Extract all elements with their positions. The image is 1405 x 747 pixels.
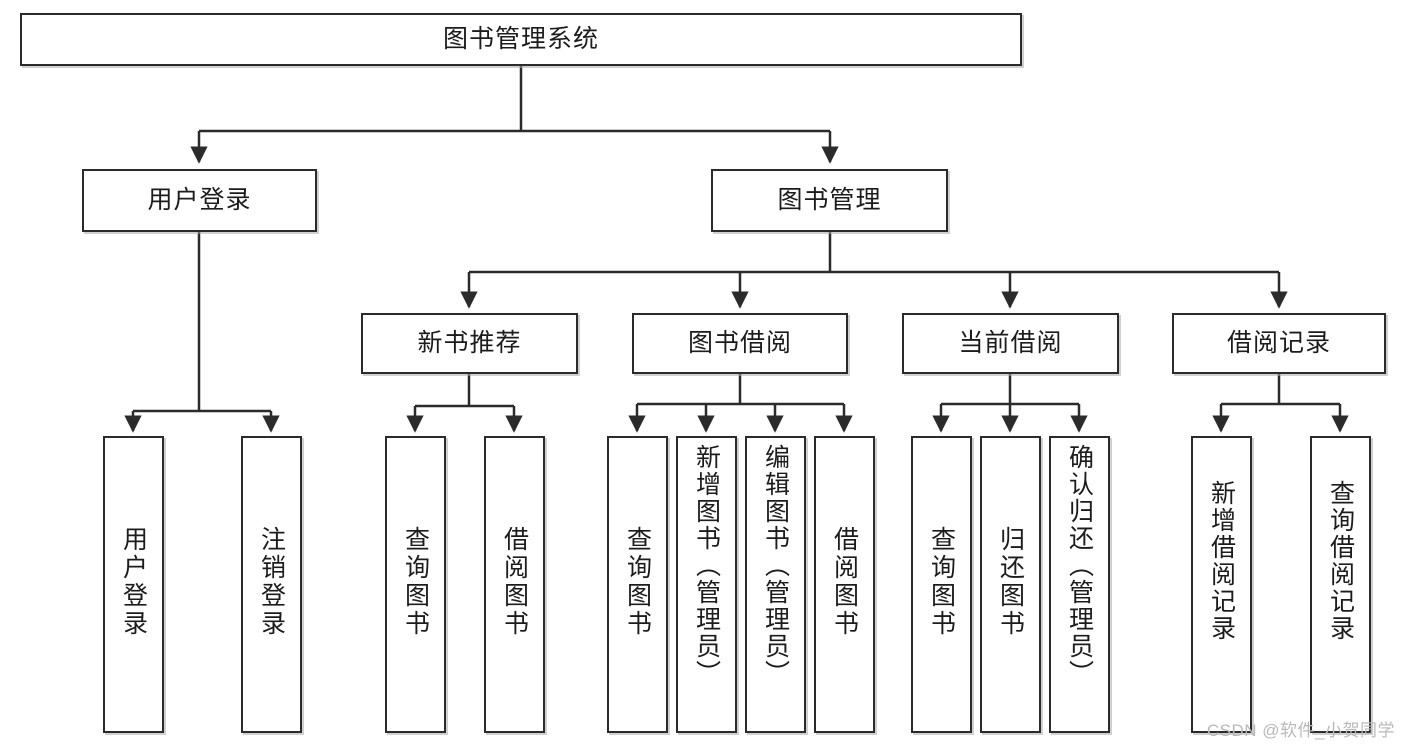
node-borrow-record-label: 借阅记录	[1226, 328, 1331, 357]
node-book-borrow[interactable]: 图书借阅	[632, 313, 848, 374]
node-leaf-query-book-2[interactable]: 查询图书	[607, 436, 668, 733]
node-user-login[interactable]: 用户登录	[82, 169, 317, 232]
node-leaf-borrow-book-1[interactable]: 借阅图书	[484, 436, 545, 733]
node-leaf-query-book-1-label: 查询图书	[401, 526, 430, 638]
node-root[interactable]: 图书管理系统	[20, 13, 1022, 66]
node-leaf-query-record-label: 查询借阅记录	[1326, 480, 1355, 642]
node-leaf-query-book-1[interactable]: 查询图书	[385, 436, 446, 733]
node-leaf-borrow-book-2[interactable]: 借阅图书	[814, 436, 875, 733]
node-leaf-logout[interactable]: 注销登录	[241, 436, 302, 733]
node-leaf-query-book-3-label: 查询图书	[927, 526, 956, 638]
node-leaf-add-record[interactable]: 新增借阅记录	[1191, 436, 1252, 733]
node-book-borrow-label: 图书借阅	[687, 328, 792, 357]
node-leaf-edit-book[interactable]: 编辑图书（管理员）	[745, 436, 806, 733]
node-book-management-label: 图书管理	[777, 185, 882, 214]
node-leaf-borrow-book-1-label: 借阅图书	[500, 526, 529, 638]
node-leaf-add-book[interactable]: 新增图书（管理员）	[676, 436, 737, 733]
node-leaf-confirm-return-label: 确认归还（管理员）	[1065, 444, 1094, 687]
node-leaf-add-book-label: 新增图书（管理员）	[692, 444, 721, 687]
node-leaf-edit-book-label: 编辑图书（管理员）	[761, 444, 790, 687]
node-user-login-label: 用户登录	[147, 185, 252, 214]
node-leaf-logout-label: 注销登录	[257, 526, 286, 638]
node-leaf-user-login[interactable]: 用户登录	[103, 436, 164, 733]
watermark-text: CSDN @软件_小贺同学	[1206, 721, 1395, 740]
node-leaf-confirm-return[interactable]: 确认归还（管理员）	[1049, 436, 1110, 733]
node-leaf-user-login-label: 用户登录	[119, 526, 148, 638]
node-leaf-query-book-3[interactable]: 查询图书	[911, 436, 972, 733]
node-current-borrow[interactable]: 当前借阅	[902, 313, 1119, 374]
node-current-borrow-label: 当前借阅	[958, 328, 1063, 357]
node-leaf-add-record-label: 新增借阅记录	[1207, 480, 1236, 642]
node-leaf-query-record[interactable]: 查询借阅记录	[1310, 436, 1371, 733]
node-leaf-query-book-2-label: 查询图书	[623, 526, 652, 638]
node-leaf-borrow-book-2-label: 借阅图书	[830, 526, 859, 638]
node-new-book-recommend[interactable]: 新书推荐	[361, 313, 578, 374]
node-borrow-record[interactable]: 借阅记录	[1172, 313, 1386, 374]
node-leaf-return-book-label: 归还图书	[996, 526, 1025, 638]
node-leaf-return-book[interactable]: 归还图书	[980, 436, 1041, 733]
node-root-label: 图书管理系统	[442, 24, 599, 53]
node-new-book-recommend-label: 新书推荐	[417, 328, 522, 357]
node-book-management[interactable]: 图书管理	[711, 169, 948, 232]
